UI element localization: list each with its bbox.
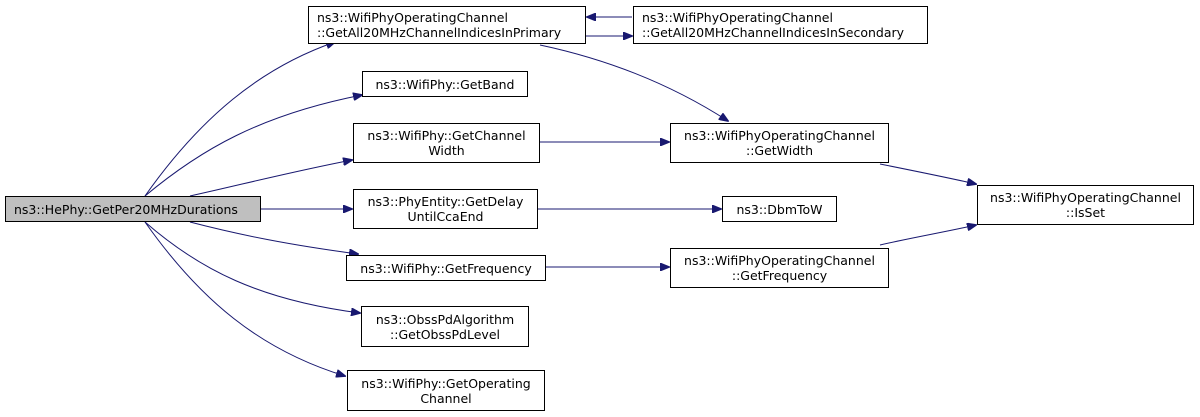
node-label-line2: ::GetAll20MHzChannelIndicesInSecondary bbox=[642, 25, 905, 40]
node-label: ns3::WifiPhy::GetBand bbox=[375, 76, 515, 92]
node-get-delay-until-cca-end[interactable]: ns3::PhyEntity::GetDelay UntilCcaEnd bbox=[353, 189, 538, 229]
node-operating-channel-is-set[interactable]: ns3::WifiPhyOperatingChannel ::IsSet bbox=[977, 185, 1194, 225]
edge-root-to-opchan bbox=[144, 221, 345, 376]
node-label-line2: ::GetAll20MHzChannelIndicesInPrimary bbox=[317, 25, 562, 40]
node-get-obss-pd-level[interactable]: ns3::ObssPdAlgorithm ::GetObssPdLevel bbox=[361, 306, 529, 347]
node-get-band[interactable]: ns3::WifiPhy::GetBand bbox=[362, 71, 528, 97]
node-label-line1: ns3::WifiPhyOperatingChannel bbox=[317, 10, 508, 25]
node-label: ns3::DbmToW bbox=[736, 201, 823, 217]
edge-opfreq-to-isset bbox=[879, 225, 976, 246]
node-get-operating-channel[interactable]: ns3::WifiPhy::GetOperating Channel bbox=[347, 370, 545, 411]
edge-root-to-getband bbox=[144, 95, 362, 197]
edge-root-to-freq bbox=[189, 221, 358, 254]
node-dbm-to-w[interactable]: ns3::DbmToW bbox=[722, 196, 837, 222]
node-label: ns3::HePhy::GetPer20MHzDurations bbox=[14, 201, 238, 217]
node-label-line2: UntilCcaEnd bbox=[407, 209, 484, 224]
node-label-line1: ns3::ObssPdAlgorithm bbox=[375, 311, 515, 327]
node-label-line1: ns3::WifiPhy::GetOperating bbox=[361, 375, 531, 391]
node-label-line1: ns3::WifiPhyOperatingChannel bbox=[990, 190, 1181, 205]
node-label-line1: ns3::WifiPhy::GetChannel bbox=[367, 128, 526, 143]
node-label-line2: ::GetObssPdLevel bbox=[390, 326, 500, 342]
node-label-line2: Width bbox=[428, 143, 465, 158]
node-label-line2: ::IsSet bbox=[1065, 205, 1106, 220]
edge-primary-to-opwidth bbox=[539, 44, 728, 121]
node-label-line2: ::GetFrequency bbox=[731, 268, 828, 283]
node-get-per20mhz-durations[interactable]: ns3::HePhy::GetPer20MHzDurations bbox=[5, 196, 261, 222]
edge-root-to-primary bbox=[144, 42, 335, 197]
node-get-all20mhz-indices-in-secondary[interactable]: ns3::WifiPhyOperatingChannel ::GetAll20M… bbox=[633, 6, 928, 44]
edge-opwidth-to-isset bbox=[879, 163, 976, 184]
node-get-all20mhz-indices-in-primary[interactable]: ns3::WifiPhyOperatingChannel ::GetAll20M… bbox=[308, 6, 586, 44]
node-label: ns3::WifiPhy::GetFrequency bbox=[360, 260, 532, 276]
node-label-line1: ns3::WifiPhyOperatingChannel bbox=[642, 10, 833, 25]
node-label-line1: ns3::PhyEntity::GetDelay bbox=[367, 194, 524, 209]
node-label-line2: Channel bbox=[420, 390, 472, 406]
node-get-frequency[interactable]: ns3::WifiPhy::GetFrequency bbox=[346, 255, 546, 281]
node-label-line1: ns3::WifiPhyOperatingChannel bbox=[684, 128, 875, 143]
node-label-line2: ::GetWidth bbox=[745, 143, 814, 158]
node-get-channel-width[interactable]: ns3::WifiPhy::GetChannel Width bbox=[353, 123, 540, 163]
node-label-line1: ns3::WifiPhyOperatingChannel bbox=[684, 253, 875, 268]
edge-root-to-obss bbox=[144, 221, 360, 313]
node-operating-channel-get-width[interactable]: ns3::WifiPhyOperatingChannel ::GetWidth bbox=[670, 123, 889, 163]
node-operating-channel-get-frequency[interactable]: ns3::WifiPhyOperatingChannel ::GetFreque… bbox=[670, 248, 889, 288]
edge-root-to-chwidth bbox=[189, 160, 352, 197]
